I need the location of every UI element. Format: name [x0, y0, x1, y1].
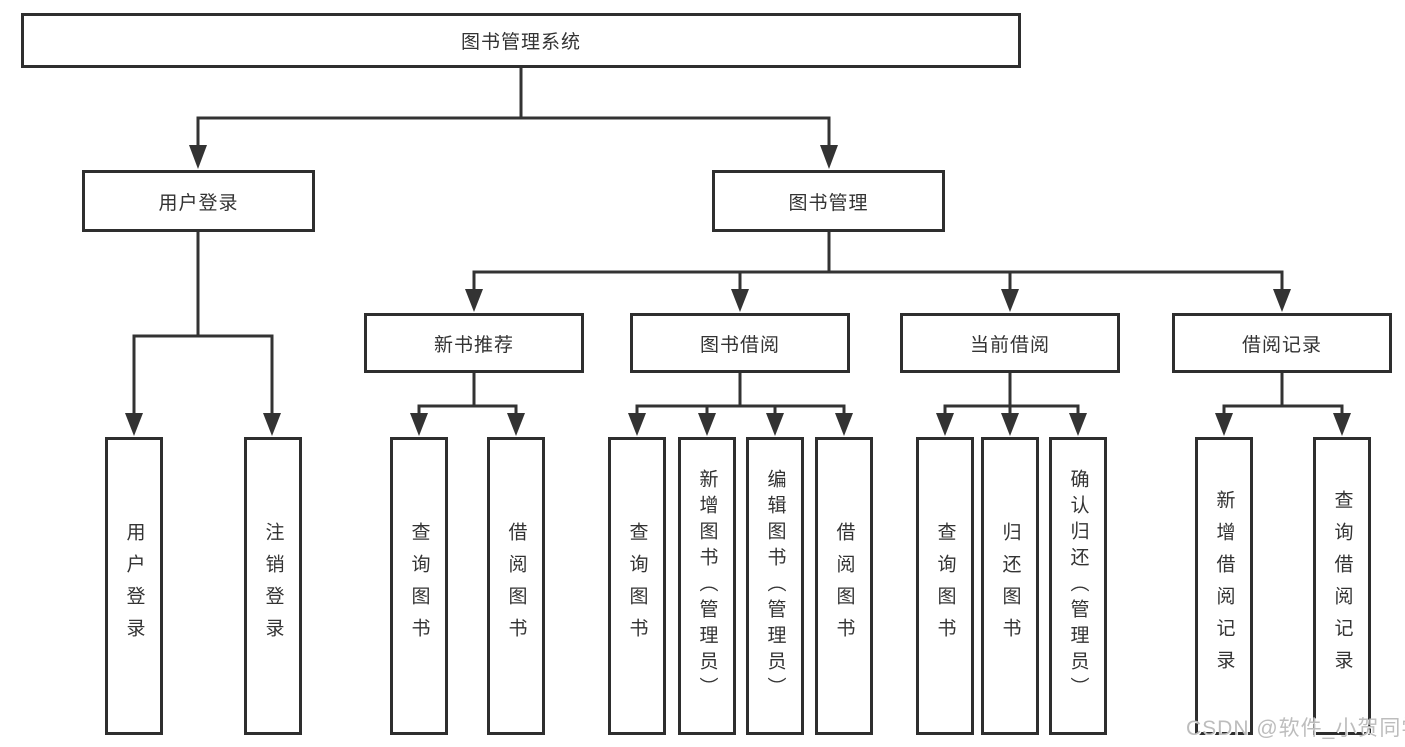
arrowhead-icon [507, 413, 525, 436]
leaf-label: 查询图书 [934, 522, 956, 650]
leaf-current-query-books: 查询图书 [916, 437, 974, 735]
leaf-borrow-add-books-admin: 新增图书（管理员） [678, 437, 736, 735]
leaf-logout-login: 注销登录 [244, 437, 302, 735]
arrowhead-icon [1215, 413, 1233, 436]
arrowhead-icon [731, 289, 749, 312]
arrowhead-icon [698, 413, 716, 436]
arrowhead-icon [1069, 413, 1087, 436]
edges-user-login-branch [125, 229, 281, 436]
edges-book-management-branch [465, 229, 1291, 312]
node-current-borrow: 当前借阅 [900, 313, 1120, 373]
leaf-borrow-query-books: 查询图书 [608, 437, 666, 735]
arrowhead-icon [1001, 413, 1019, 436]
leaf-label: 查询图书 [408, 522, 430, 650]
leaf-label: 新增图书（管理员） [696, 469, 718, 703]
leaf-borrow-edit-books-admin: 编辑图书（管理员） [746, 437, 804, 735]
edges-book-borrow-branch [628, 370, 853, 436]
leaf-current-confirm-return-admin: 确认归还（管理员） [1049, 437, 1107, 735]
leaf-label: 借阅图书 [505, 522, 527, 650]
leaf-records-query: 查询借阅记录 [1313, 437, 1371, 735]
edges-borrow-records-branch [1215, 370, 1351, 436]
arrowhead-icon [936, 413, 954, 436]
leaf-label: 新增借阅记录 [1213, 490, 1235, 682]
arrowhead-icon [1001, 289, 1019, 312]
edges-root-to-level2 [189, 63, 838, 169]
leaf-label: 查询借阅记录 [1331, 490, 1353, 682]
arrowhead-icon [189, 145, 207, 169]
leaf-borrow-borrow-books: 借阅图书 [815, 437, 873, 735]
leaf-label: 确认归还（管理员） [1067, 469, 1089, 703]
arrowhead-icon [835, 413, 853, 436]
leaf-label: 查询图书 [626, 522, 648, 650]
watermark: CSDN @软件_小贺同学 [1186, 717, 1405, 740]
arrowhead-icon [410, 413, 428, 436]
node-user-login: 用户登录 [82, 170, 315, 232]
arrowhead-icon [1333, 413, 1351, 436]
leaf-label: 注销登录 [262, 522, 284, 650]
leaf-label: 归还图书 [999, 522, 1021, 650]
leaf-label: 编辑图书（管理员） [764, 469, 786, 703]
arrowhead-icon [820, 145, 838, 169]
leaf-recommend-query-books: 查询图书 [390, 437, 448, 735]
node-book-management: 图书管理 [712, 170, 945, 232]
node-borrow-records: 借阅记录 [1172, 313, 1392, 373]
arrowhead-icon [628, 413, 646, 436]
leaf-label: 用户登录 [123, 522, 145, 650]
leaf-current-return-books: 归还图书 [981, 437, 1039, 735]
leaf-recommend-borrow-books: 借阅图书 [487, 437, 545, 735]
arrowhead-icon [125, 413, 143, 436]
node-book-borrow: 图书借阅 [630, 313, 850, 373]
edges-new-book-recommend-branch [410, 370, 525, 436]
edges-current-borrow-branch [936, 370, 1087, 436]
leaf-user-login: 用户登录 [105, 437, 163, 735]
arrowhead-icon [766, 413, 784, 436]
node-new-book-recommend: 新书推荐 [364, 313, 584, 373]
arrowhead-icon [1273, 289, 1291, 312]
node-root: 图书管理系统 [21, 13, 1021, 68]
leaf-records-add: 新增借阅记录 [1195, 437, 1253, 735]
leaf-label: 借阅图书 [833, 522, 855, 650]
arrowhead-icon [263, 413, 281, 436]
arrowhead-icon [465, 289, 483, 312]
